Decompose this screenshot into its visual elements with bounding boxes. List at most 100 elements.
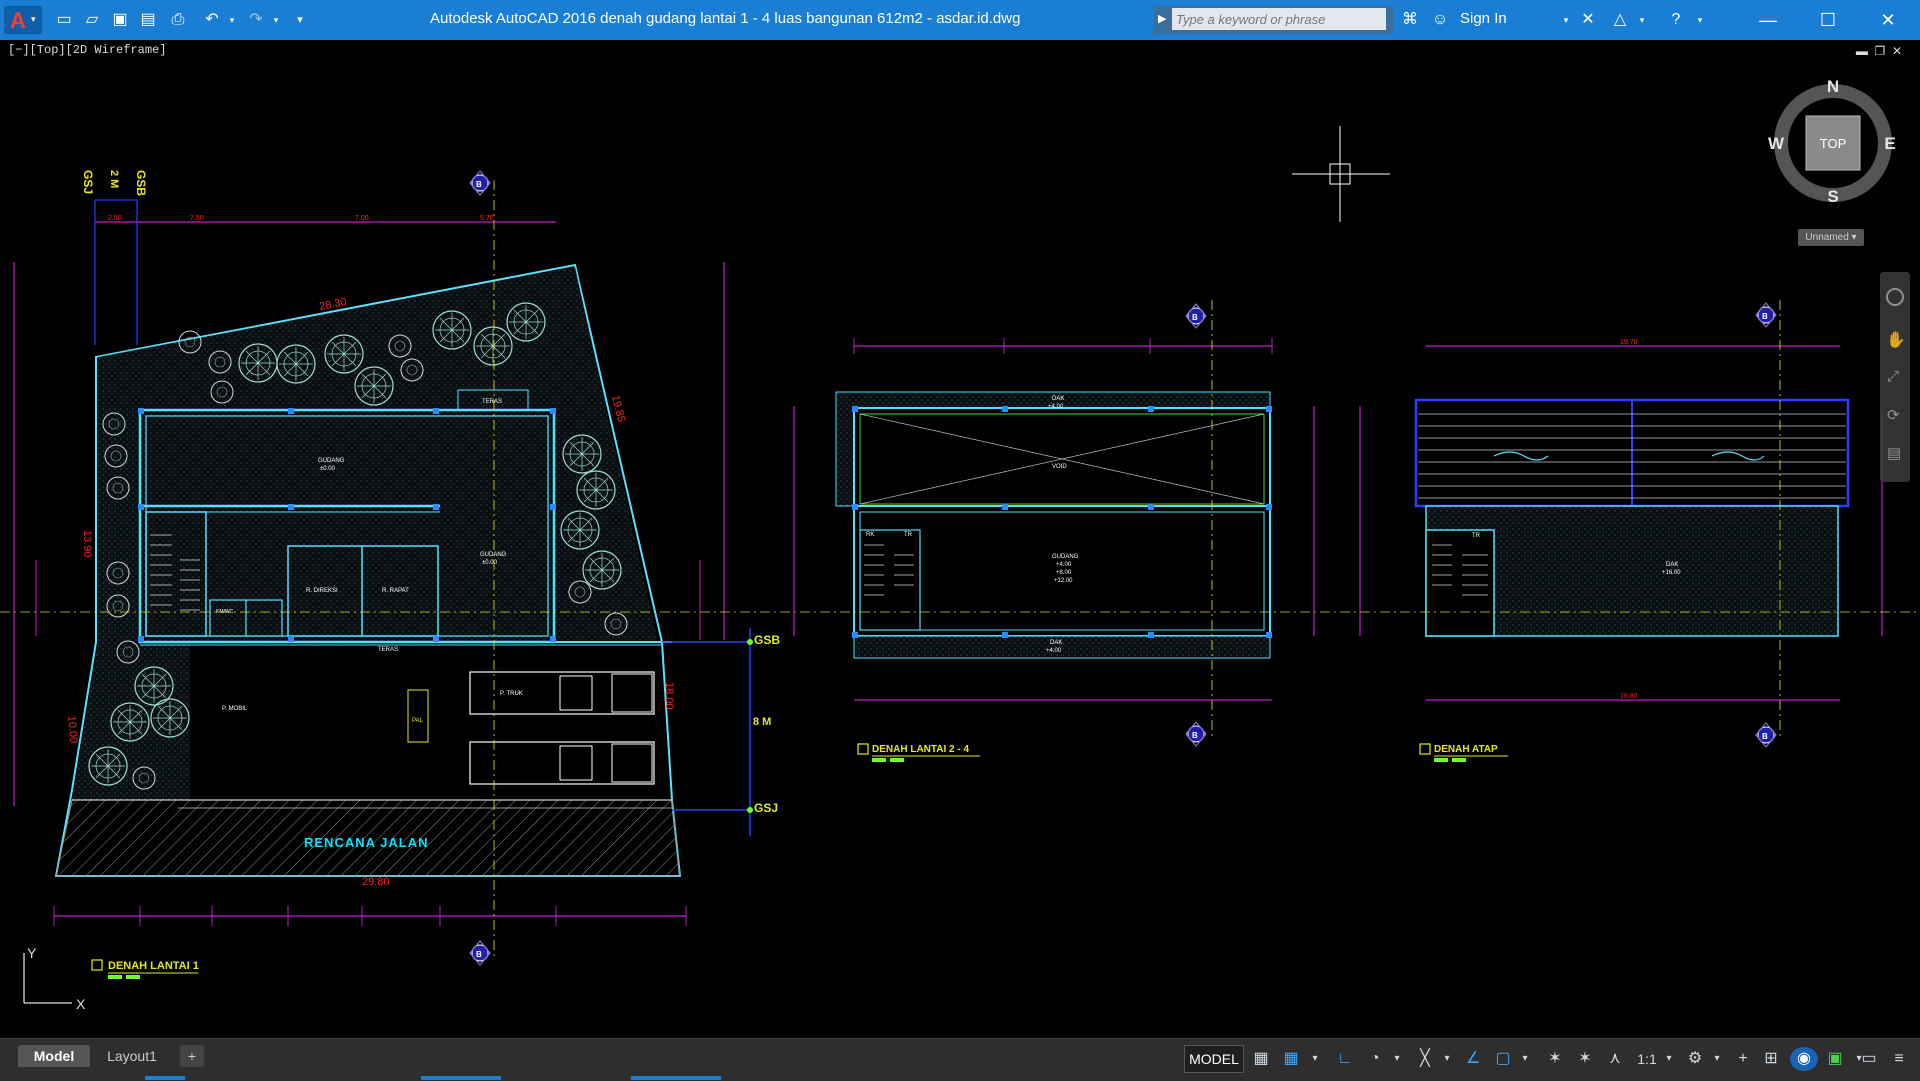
navigation-bar: ✋ ⤢ ⟳ ▤: [1880, 272, 1910, 482]
search-input[interactable]: [1172, 8, 1386, 30]
a360-icon[interactable]: △: [1613, 11, 1627, 28]
ucs-menu-label: Unnamed: [1805, 232, 1849, 243]
room-gudang-b-elev: ±0.00: [482, 560, 498, 566]
ortho-mode-icon[interactable]: ∟: [1337, 1050, 1353, 1067]
units-icon[interactable]: ⊞: [1764, 1050, 1778, 1067]
room-gudang-a-elev: ±0.00: [320, 466, 336, 472]
viewport-minimize-icon[interactable]: ▬: [1855, 44, 1868, 58]
crosshair-cursor: [1292, 126, 1390, 222]
compass-east[interactable]: E: [1884, 134, 1895, 153]
auto-scale-icon[interactable]: ✶: [1578, 1050, 1592, 1067]
compass-ring[interactable]: [1774, 84, 1892, 202]
setback-label: 8 M: [753, 716, 771, 728]
dim-18: 18.00: [663, 682, 675, 710]
plan2-dak-bottom-elev: +4.00: [1046, 648, 1062, 654]
redo-dropdown-icon[interactable]: ▾: [273, 15, 279, 25]
maximize-button[interactable]: ☐: [1819, 10, 1837, 30]
tab-model[interactable]: Model: [18, 1045, 90, 1067]
chevron-down-icon[interactable]: ▾: [1312, 1053, 1318, 1064]
compass-north[interactable]: N: [1827, 78, 1839, 96]
stair-lantai-1: [150, 534, 200, 611]
ucs-icon: Y X: [23, 945, 86, 1012]
chevron-down-icon[interactable]: ▾: [1444, 1053, 1450, 1064]
plan2-axis-marker-bottom: B: [1192, 731, 1198, 740]
clean-screen-icon[interactable]: ▭: [1861, 1050, 1877, 1067]
new-file-icon[interactable]: ▭: [56, 11, 72, 28]
steering-wheel-icon[interactable]: [1886, 288, 1904, 306]
snap-mode-icon[interactable]: ▦: [1283, 1050, 1299, 1067]
plan3-dim-total: 19.70: [1620, 339, 1638, 346]
annotation-visibility-icon[interactable]: ✶: [1548, 1050, 1562, 1067]
orbit-icon[interactable]: ⟳: [1887, 407, 1900, 424]
object-snap-tracking-icon[interactable]: ∠: [1465, 1050, 1481, 1067]
add-layout-button[interactable]: +: [180, 1045, 204, 1067]
road-label: RENCANA JALAN: [304, 835, 428, 850]
object-snap-icon[interactable]: ▢: [1495, 1050, 1511, 1067]
compass-south[interactable]: S: [1827, 187, 1838, 206]
polar-tracking-icon[interactable]: ◔: [1370, 1050, 1380, 1067]
viewcube[interactable]: TOP N S E W: [1768, 78, 1898, 208]
app-menu-button[interactable]: A ▾: [4, 6, 42, 34]
customize-toolbar-icon[interactable]: ▾: [297, 14, 303, 26]
search-expand-icon[interactable]: ▶: [1158, 13, 1167, 25]
save-as-icon[interactable]: ▤: [140, 11, 156, 28]
zoom-extents-icon[interactable]: ⤢: [1887, 368, 1900, 385]
print-icon[interactable]: ⎙: [171, 11, 185, 28]
chevron-down-icon[interactable]: ▾: [1563, 15, 1569, 25]
plan2-elev-1: +4.00: [1056, 562, 1072, 568]
plan2-dak-bottom: DAK: [1050, 640, 1062, 646]
tab-layout1[interactable]: Layout1: [107, 1048, 157, 1064]
redo-icon[interactable]: ↷: [249, 11, 263, 28]
plan3-dak-elev: +16.00: [1662, 570, 1681, 576]
viewport-close-icon[interactable]: ✕: [1891, 44, 1902, 58]
pan-icon[interactable]: ✋: [1886, 332, 1906, 349]
customization-menu-icon[interactable]: ≡: [1894, 1050, 1904, 1067]
room-rapat: R. RAPAT: [382, 588, 409, 594]
parking-mobil: P. MOBIL: [222, 706, 248, 712]
save-icon[interactable]: ▣: [112, 11, 128, 28]
grid-icon[interactable]: ▦: [1253, 1050, 1269, 1067]
minimize-button[interactable]: —: [1759, 10, 1777, 30]
chevron-down-icon: ▾: [31, 14, 36, 24]
user-icon[interactable]: ☺: [1431, 11, 1449, 28]
plan2-gudang: GUDANG: [1052, 554, 1079, 560]
dim-bay-b: 7.00: [355, 215, 369, 222]
undo-dropdown-icon[interactable]: ▾: [229, 15, 235, 25]
close-button[interactable]: ✕: [1880, 10, 1896, 30]
sign-in-button[interactable]: Sign In: [1460, 10, 1507, 27]
help-icon[interactable]: ?: [1671, 11, 1681, 28]
open-file-icon[interactable]: ▱: [85, 11, 99, 28]
plus-icon[interactable]: +: [1738, 1050, 1748, 1067]
viewcube-face[interactable]: [1805, 115, 1861, 171]
chevron-down-icon[interactable]: ▾: [1697, 15, 1703, 25]
viewport-restore-icon[interactable]: ❐: [1874, 44, 1886, 58]
axis-marker-bottom: B: [476, 950, 482, 959]
chevron-down-icon[interactable]: ▾: [1856, 1053, 1862, 1064]
chevron-down-icon[interactable]: ▾: [1639, 15, 1645, 25]
plan3-dak: DAK: [1666, 562, 1678, 568]
chevron-down-icon[interactable]: ▾: [1522, 1053, 1528, 1064]
ucs-menu-button[interactable]: Unnamed ▾: [1798, 229, 1864, 246]
chevron-down-icon[interactable]: ▾: [1714, 1053, 1720, 1064]
undo-icon[interactable]: ↶: [205, 11, 219, 28]
showmotion-icon[interactable]: ▤: [1887, 445, 1902, 462]
exchange-apps-icon[interactable]: ✕: [1581, 11, 1595, 28]
horizontal-scroll-strip[interactable]: [145, 1076, 1645, 1080]
teras-top: TERAS: [482, 399, 502, 405]
viewport-controls-label[interactable]: [−][Top][2D Wireframe]: [8, 43, 167, 57]
model-space-button[interactable]: MODEL: [1184, 1045, 1244, 1073]
isolate-objects-icon[interactable]: ◉: [1790, 1047, 1818, 1071]
gsj-top-label: GSJ: [81, 170, 95, 194]
chevron-down-icon[interactable]: ▾: [1666, 1053, 1672, 1064]
drawing-canvas[interactable]: GSJ 2 M GSB 7.50 7.00 5.70 2.50: [0, 40, 1920, 1038]
hardware-acceleration-icon[interactable]: ▣: [1827, 1050, 1843, 1067]
dim-bay-d: 2.50: [108, 215, 122, 222]
workspace-gear-icon[interactable]: ⚙: [1687, 1050, 1703, 1067]
chevron-down-icon[interactable]: ▾: [1394, 1053, 1400, 1064]
annotation-scale-value[interactable]: 1:1: [1637, 1051, 1657, 1067]
isodraft-icon[interactable]: ╳: [1420, 1050, 1430, 1067]
compass-west[interactable]: W: [1768, 134, 1785, 153]
dim-bay-c: 5.70: [480, 215, 494, 222]
annotation-scale-icon[interactable]: ⋏: [1609, 1050, 1621, 1067]
binoculars-icon[interactable]: ⌘: [1402, 11, 1418, 28]
